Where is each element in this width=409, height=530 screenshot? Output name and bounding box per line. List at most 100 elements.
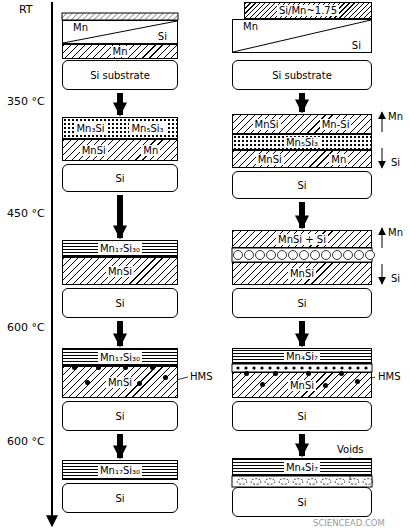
layer-label: Si [156,31,169,42]
layer-label: Mn₁₇Si₃₀ [98,352,142,363]
circle-grain [289,251,298,260]
diffusion-arrow [382,148,383,168]
interface-band [232,248,372,262]
stage-arrow [117,195,123,238]
void [307,479,317,485]
layer-label: Si [295,298,308,309]
stage-arrow [299,321,305,346]
circle-grain [355,251,364,260]
layer: Mn₅Si₃ [232,134,372,150]
layer-label: Mn [71,22,90,33]
layer-label: MnSi [288,380,316,391]
precipitate-dot [137,381,142,386]
layer: MnSi [232,262,372,285]
layer-label: Si [113,298,126,309]
layer-label: Mn₅Si₃ [129,123,165,134]
stage-arrow [117,434,123,458]
layer-label: MnSi [80,145,108,156]
layer: MnSi Mn [232,150,372,168]
void [265,479,275,485]
substrate: Si [232,171,372,199]
layer-label: Si [113,493,126,504]
void [349,479,359,485]
temperature-label: 600 °C [6,322,46,334]
layer-label: MnSi [253,119,281,130]
precipitate-dot [292,366,295,369]
layer-wedge: MnSi [232,19,372,53]
layer: Mn₃SiMn₅Si₃ [62,117,178,139]
precipitate-dot [332,366,335,369]
layer-label: Si [350,40,363,51]
layer: Mn₁₇Si₃₀ [62,240,178,257]
layer-label: MnSi [106,266,134,277]
callout-label: HMS [189,371,214,382]
substrate: Si substrate [232,60,372,90]
callout-label: HMS [377,371,402,382]
void [363,479,373,485]
diffusion-arrow [382,112,383,132]
layer-label: Mn₁₇Si₃₀ [98,243,142,254]
precipitate-dot [364,366,367,369]
layer-label: Mn₄Si₇ [284,351,320,362]
layer-label: Si substrate [88,70,152,81]
callout-label: Voids [336,444,365,455]
temperature-label: 450 °C [6,208,46,220]
void [279,479,289,485]
substrate: Si [62,401,178,431]
stage-arrow [299,202,305,228]
layer-label: MnSi + Si [276,234,328,245]
layer: Si/Mn~1.75 [244,2,372,19]
layer-wedge: MnSi [62,20,178,44]
layer: Mn₄Si₇ [232,348,372,364]
precipitate-dot [316,366,319,369]
precipitate-dot [339,371,344,376]
substrate: Si substrate [62,60,178,90]
time-axis [51,2,53,526]
layer-label: MnSi [256,154,284,165]
diffusion-arrow [382,264,383,284]
layer: Mn [62,44,178,59]
watermark: SCIENCEAD.COM [312,519,386,528]
layer-label: Mn₄Si₇ [284,462,320,473]
circle-grain [245,251,254,260]
diffusion-label: Si [390,273,401,284]
precipitate-dot [306,371,311,376]
layer-label: Si substrate [270,70,334,81]
voids-band [232,476,372,487]
precipitate-dot [284,366,287,369]
precipitate-dot [123,365,128,370]
precipitate-dot [85,380,90,385]
layer-label: Mn [141,145,160,156]
layer-label: Si/Mn~1.75 [277,5,339,16]
divider-line [63,21,177,43]
precipitate-dot [323,383,328,388]
precipitate-dot [236,366,239,369]
stage-arrow [117,321,123,346]
precipitate-dot [308,366,311,369]
layer: Mn₁₇Si₃₀ [62,460,178,480]
circle-grain [322,251,331,260]
diffusion-arrow [382,228,383,248]
precipitate-dot [276,366,279,369]
substrate: Si [62,483,178,513]
precipitate-dot [300,366,303,369]
circle-grain [234,251,243,260]
stage-arrow [117,93,123,115]
temperature-label: 600 °C [6,436,46,448]
precipitate-dot [252,366,255,369]
layer-label: Mn [111,46,130,57]
layer: Mn₄Si₇ [232,458,372,476]
substrate: Si [232,288,372,318]
precipitate-dot [244,371,249,376]
layer-label: Si [113,173,126,184]
interface-band [232,364,372,372]
circle-grain [267,251,276,260]
precipitate-dot [260,366,263,369]
void [237,479,247,485]
layer-label: Mn [329,154,348,165]
layer-label: MnSi [288,268,316,279]
precipitate-dot [260,382,265,387]
precipitate-dot [244,366,247,369]
substrate: Si [232,401,372,431]
